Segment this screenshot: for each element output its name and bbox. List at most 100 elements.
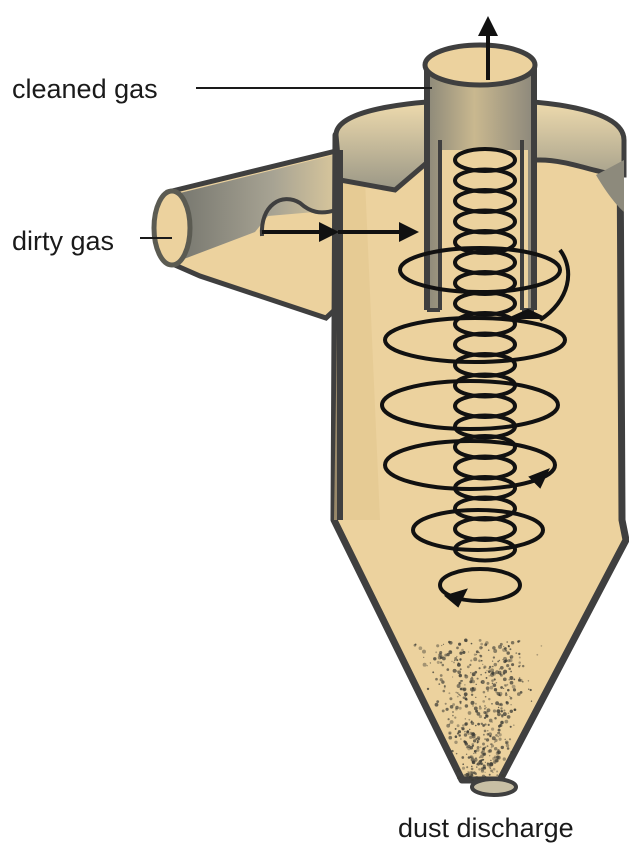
dust-particle xyxy=(455,735,458,738)
dust-particle xyxy=(448,718,450,720)
dust-particle xyxy=(493,768,496,771)
dust-particle xyxy=(483,734,485,736)
dust-particle xyxy=(479,639,482,642)
dust-particle xyxy=(509,676,513,680)
dust-particle xyxy=(491,747,492,748)
dust-particle xyxy=(478,652,479,653)
dust-particle xyxy=(470,771,472,773)
dust-particle xyxy=(474,760,475,761)
label-dust-discharge: dust discharge xyxy=(398,815,574,842)
dust-particle xyxy=(454,741,457,744)
dust-particle xyxy=(494,688,497,691)
dust-particle xyxy=(457,696,459,698)
dust-particle xyxy=(458,643,461,646)
dust-particle xyxy=(486,738,489,741)
dust-particle xyxy=(471,722,474,725)
dust-particle xyxy=(461,687,464,690)
dust-particle xyxy=(472,687,474,689)
dust-particle xyxy=(493,683,497,687)
dust-particle xyxy=(500,707,502,709)
dust-particle xyxy=(489,675,490,676)
dust-particle xyxy=(440,674,443,677)
dust-particle xyxy=(468,733,470,735)
dust-particle xyxy=(472,756,474,758)
dust-particle xyxy=(478,659,481,662)
dust-particle xyxy=(498,729,501,732)
dust-particle xyxy=(475,710,478,713)
dust-particle xyxy=(471,676,473,678)
dust-particle xyxy=(510,726,512,728)
dust-particle xyxy=(486,677,488,679)
dust-particle xyxy=(497,750,501,754)
dust-particle xyxy=(541,645,543,647)
dust-particle xyxy=(456,753,458,755)
dust-particle xyxy=(457,692,459,694)
dust-particle xyxy=(464,731,466,733)
dust-particle xyxy=(490,760,491,761)
dust-particle xyxy=(517,640,519,642)
dust-particle xyxy=(458,734,460,736)
dust-particle xyxy=(487,730,488,731)
dust-particle xyxy=(478,768,480,770)
dust-particle xyxy=(449,697,452,700)
dust-particle xyxy=(510,710,513,713)
label-cleaned-gas: cleaned gas xyxy=(12,76,158,103)
dust-particle xyxy=(502,648,506,652)
dust-particle xyxy=(456,656,457,657)
dust-particle xyxy=(460,668,462,670)
dust-particle xyxy=(480,643,483,646)
dust-particle xyxy=(464,639,468,643)
dust-particle xyxy=(482,664,483,665)
dust-particle xyxy=(508,679,509,680)
dust-particle xyxy=(467,730,470,733)
dust-particle xyxy=(465,704,468,707)
dust-particle xyxy=(506,641,508,643)
dust-particle xyxy=(509,738,511,740)
dust-particle xyxy=(437,661,440,664)
dust-particle xyxy=(451,661,452,662)
dust-particle xyxy=(507,747,510,750)
dust-particle xyxy=(465,718,466,719)
dust-particle xyxy=(499,668,500,669)
dust-particle xyxy=(485,711,488,714)
dust-particle xyxy=(484,730,487,733)
dust-particle xyxy=(466,746,468,748)
inlet-opening xyxy=(154,191,190,265)
dust-particle xyxy=(468,756,471,759)
dust-particle xyxy=(495,734,498,737)
dust-particle xyxy=(422,650,426,654)
dust-particle xyxy=(471,743,474,746)
dust-particle xyxy=(471,701,475,705)
dust-particle xyxy=(501,710,503,712)
dust-particle xyxy=(466,754,467,755)
dust-particle xyxy=(522,665,524,667)
dust-particle xyxy=(462,724,465,727)
dust-particle xyxy=(448,692,450,694)
dust-particle xyxy=(468,719,470,721)
dust-particle xyxy=(460,703,462,705)
dust-particle xyxy=(462,767,465,770)
dust-particle xyxy=(457,684,461,688)
dust-particle xyxy=(492,772,493,773)
dust-particle xyxy=(423,657,424,658)
dust-particle xyxy=(482,775,486,779)
dust-particle xyxy=(454,657,457,660)
dust-particle xyxy=(531,701,532,702)
dust-particle xyxy=(461,649,464,652)
dust-particle xyxy=(475,738,477,740)
dust-particle xyxy=(500,721,504,725)
dust-particle xyxy=(497,756,501,760)
dust-particle xyxy=(475,734,477,736)
dust-particle xyxy=(461,680,463,682)
dust-particle xyxy=(468,651,469,652)
dust-particle xyxy=(492,683,493,684)
dust-particle xyxy=(459,658,461,660)
dust-particle xyxy=(461,756,464,759)
dust-particle xyxy=(414,644,417,647)
dust-particle xyxy=(470,660,472,662)
dust-particle xyxy=(482,700,485,703)
dust-particle xyxy=(479,761,480,762)
dust-particle xyxy=(492,666,494,668)
dust-particle xyxy=(489,762,493,766)
dust-particle xyxy=(438,656,442,660)
